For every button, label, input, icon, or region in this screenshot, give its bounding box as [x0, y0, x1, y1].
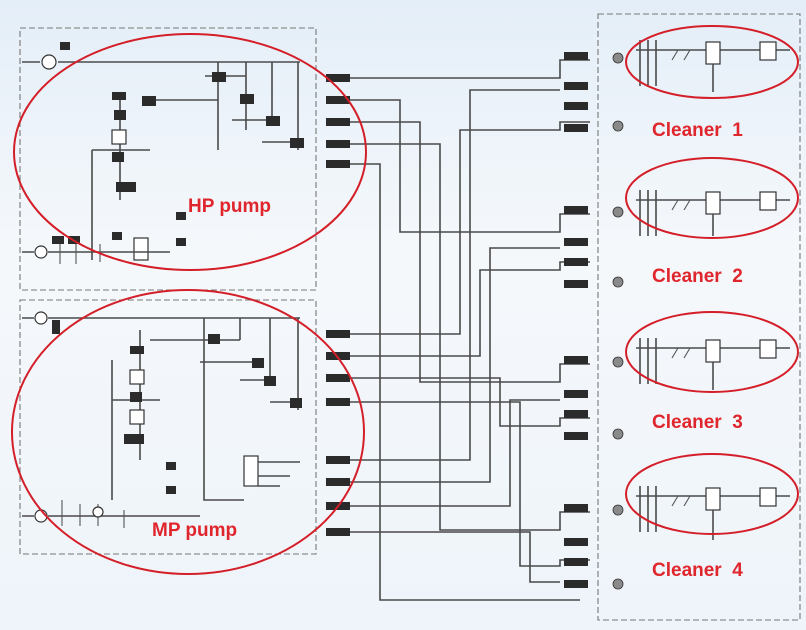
- mp-splitter-lines: [203, 420, 300, 501]
- distribution-inputs: [564, 52, 588, 588]
- hp-pump-label: HP pump: [188, 196, 271, 217]
- hp-branch-lines: [150, 75, 298, 143]
- cleaner-4-label: Cleaner 4: [652, 560, 743, 581]
- mp-filter-icon: [52, 320, 60, 334]
- mp-inlet-valve-icon: [34, 311, 48, 325]
- cleaner-3-highlight-ellipse: [625, 311, 799, 393]
- hp-pump-components: [111, 92, 186, 261]
- hp-output-ports: [326, 74, 350, 168]
- hp-inlet-valve-icon: [41, 54, 57, 70]
- cleaner-3-label: Cleaner 3: [652, 412, 743, 433]
- cleaner-rack-frame: [597, 13, 801, 621]
- mp-bottom-taps: [61, 500, 125, 528]
- hp-filter-icon: [60, 42, 70, 50]
- hp-gauge-icon: [52, 236, 64, 244]
- cleaner-block-2: [636, 190, 790, 236]
- hp-pump-highlight-ellipse: [13, 33, 367, 271]
- distribution-valves: [612, 52, 624, 590]
- mp-valve-cluster: [208, 334, 302, 408]
- mp-branch-lines: [150, 339, 298, 403]
- cleaner-1-label: Cleaner 1: [652, 120, 743, 141]
- cleaner-block-1: [636, 40, 790, 92]
- mp-manifold-risers: [203, 318, 299, 420]
- hp-bottom-valve-icon: [34, 245, 48, 259]
- hp-valve-cluster: [142, 72, 304, 148]
- cleaner-1-highlight-ellipse: [625, 25, 799, 99]
- mp-pump-highlight-ellipse: [11, 289, 365, 575]
- cleaner-4-highlight-ellipse: [625, 453, 799, 535]
- mp-pump-frame: [19, 299, 317, 555]
- cleaner-2-highlight-ellipse: [625, 157, 799, 239]
- hp-pump-module: [19, 27, 317, 291]
- mp-splitter-block: [243, 455, 259, 487]
- cleaner-block-3: [636, 338, 790, 390]
- routing-lines: [350, 59, 590, 601]
- mp-pump-label: MP pump: [152, 520, 237, 541]
- mp-gauge-icon: [92, 506, 104, 518]
- cleaner-block-4: [636, 486, 790, 540]
- cleaner-2-label: Cleaner 2: [652, 266, 743, 287]
- mp-pump-module: [19, 299, 317, 555]
- distribution-column: [564, 52, 624, 590]
- output-ports: [326, 74, 350, 536]
- mp-pump-components: [124, 346, 176, 494]
